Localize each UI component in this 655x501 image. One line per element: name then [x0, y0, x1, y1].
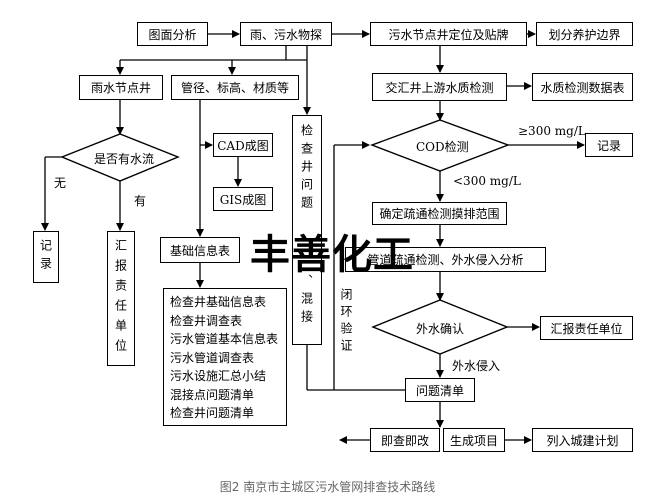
- report-right-node: 汇报责任单位: [540, 316, 633, 340]
- external-water-label: 外水确认: [416, 322, 465, 336]
- cad-drawing-node: CAD成图: [213, 133, 273, 157]
- list-item: 混接点问题清单: [170, 387, 255, 402]
- cod-low-label: <300 mg/L: [453, 174, 521, 188]
- inspect-well-tail-text: 、混接: [299, 274, 314, 328]
- list-item: 污水设施汇总小结: [170, 369, 267, 383]
- cod-high-label: ≥300 mg/L: [518, 124, 586, 138]
- figure-caption: 图2 南京市主城区污水管网排查技术路线: [219, 480, 436, 494]
- no-label: 无: [54, 176, 67, 190]
- city-plan-node: 列入城建计划: [532, 428, 633, 452]
- inspect-well-text: 检查井问题: [299, 124, 314, 214]
- survey-node: 雨、污水物探: [240, 22, 332, 46]
- dredge-range-node: 确定疏通检测摸排范围: [372, 202, 507, 225]
- fix-now-node: 即查即改: [370, 428, 440, 452]
- map-analysis-node: 图面分析: [137, 22, 208, 46]
- rain-node-well: 雨水节点井: [79, 75, 163, 100]
- report-left-text: 汇报责任单位: [113, 238, 128, 359]
- list-item: 检查井调查表: [170, 313, 243, 328]
- info-list-box: 检查井基础信息表 检查井调查表 污水管道基本信息表 污水管道调查表 污水设施汇总…: [163, 288, 287, 426]
- pipe-attributes-node: 管径、标高、材质等: [171, 75, 299, 100]
- closed-loop-label: 闭环验证: [339, 288, 353, 356]
- issue-list-node: 问题清单: [405, 378, 475, 402]
- list-item: 检查井问题清单: [170, 406, 255, 420]
- generate-project-node: 生成项目: [443, 428, 505, 452]
- maintenance-boundary-node: 划分养护边界: [536, 22, 633, 46]
- watermark-text: 丰善化工: [250, 232, 414, 278]
- list-item: 污水管道基本信息表: [170, 332, 279, 346]
- external-water-diamond: [371, 299, 509, 355]
- has-water-label: 是否有水流: [94, 152, 155, 166]
- base-info-table-node: 基础信息表: [160, 237, 240, 263]
- inspect-well-issue-box: 检查井问题 、混接: [292, 115, 322, 345]
- list-item: 污水管道调查表: [170, 350, 255, 365]
- record-left-text: 记录: [38, 239, 53, 275]
- external-intrusion-label: 外水侵入: [452, 359, 501, 373]
- record-left-box: 记录: [33, 231, 59, 283]
- list-item: 检查井基础信息表: [170, 295, 267, 309]
- sewage-node-positioning: 污水节点井定位及贴牌: [370, 22, 527, 46]
- gis-drawing-node: GIS成图: [213, 187, 273, 211]
- record-right-node: 记录: [585, 133, 633, 157]
- pipe-check-node: 管道疏通检测、外水侵入分析: [345, 247, 546, 272]
- report-left-box: 汇报责任单位: [107, 231, 135, 366]
- cod-label: COD检测: [416, 140, 469, 154]
- junction-water-check-node: 交汇井上游水质检测: [372, 73, 507, 101]
- water-quality-table-node: 水质检测数据表: [532, 73, 633, 101]
- yes-label: 有: [134, 194, 147, 208]
- has-water-diamond: [60, 133, 180, 182]
- cod-diamond: [370, 119, 510, 172]
